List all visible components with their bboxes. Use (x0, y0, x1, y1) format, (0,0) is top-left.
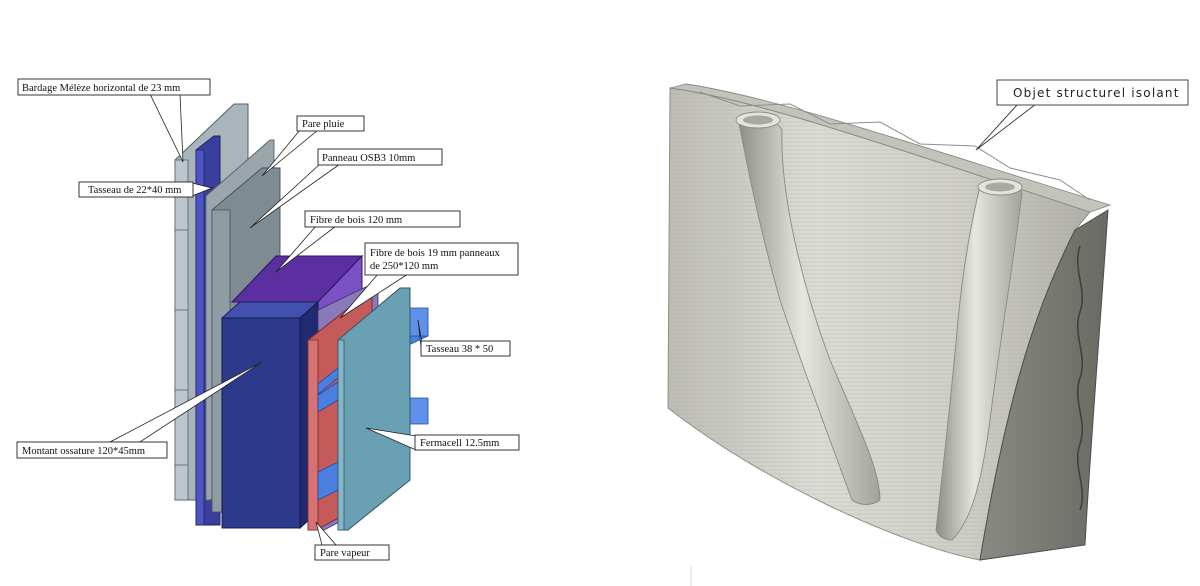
label-tasseau-22: Tasseau de 22*40 mm (88, 185, 181, 196)
label-fibre-120: Fibre de bois 120 mm (310, 215, 402, 226)
callout-panneau-osb: Panneau OSB3 10mm (249, 148, 443, 229)
left-rib (737, 115, 881, 505)
side-edge-wave (1076, 245, 1084, 511)
label-montant: Montant ossature 120*45mm (22, 446, 145, 457)
left-rib-cap-hole (743, 115, 773, 125)
label-bardage: Bardage Mélèze horizontal de 23 mm (22, 83, 180, 94)
label-tasseau-38: Tasseau 38 * 50 (426, 344, 493, 355)
right-rib (935, 182, 1023, 541)
callout-fibre-120: Fibre de bois 120 mm (275, 210, 461, 273)
tasseau-22-face (195, 149, 205, 526)
label-fibre-19-line2: de 250*120 mm (370, 261, 438, 272)
side-edge (979, 209, 1109, 561)
label-panneau-osb: Panneau OSB3 10mm (322, 153, 415, 164)
label-fermacell: Fermacell 12.5mm (420, 438, 499, 449)
label-pare-vapeur: Pare vapeur (320, 548, 370, 559)
callout-fibre-19: Fibre de bois 19 mm panneaux de 250*120 … (339, 242, 519, 319)
callout-montant: Montant ossature 120*45mm (16, 361, 263, 459)
top-surface-pattern (699, 91, 1091, 201)
pare-vapeur-face (307, 339, 319, 531)
wall-section-diagram: Bardage Mélèze horizontal de 23 mm Pare … (16, 78, 520, 561)
callout-bardage: Bardage Mélèze horizontal de 23 mm (17, 78, 211, 163)
callout-pare-vapeur: Pare vapeur (314, 521, 390, 561)
label-objet-structurel: Objet structurel isolant (1013, 86, 1180, 100)
callout-pare-pluie: Pare pluie (261, 115, 365, 177)
callout-objet-structurel: Objet structurel isolant (975, 79, 1189, 151)
callout-tasseau-22: Tasseau de 22*40 mm (78, 181, 214, 198)
label-pare-pluie: Pare pluie (302, 119, 345, 130)
montant-ossature-front (221, 317, 301, 529)
callout-tasseau-38: Tasseau 38 * 50 (417, 319, 511, 357)
label-fibre-19-line1: Fibre de bois 19 mm panneaux (370, 248, 501, 259)
bardage-front-strip (174, 159, 189, 501)
structural-insulating-object: Objet structurel isolant (667, 79, 1189, 561)
callout-fermacell: Fermacell 12.5mm (365, 427, 520, 451)
fermacell-board-edge (337, 339, 345, 531)
right-rib-cap-hole (985, 182, 1015, 192)
